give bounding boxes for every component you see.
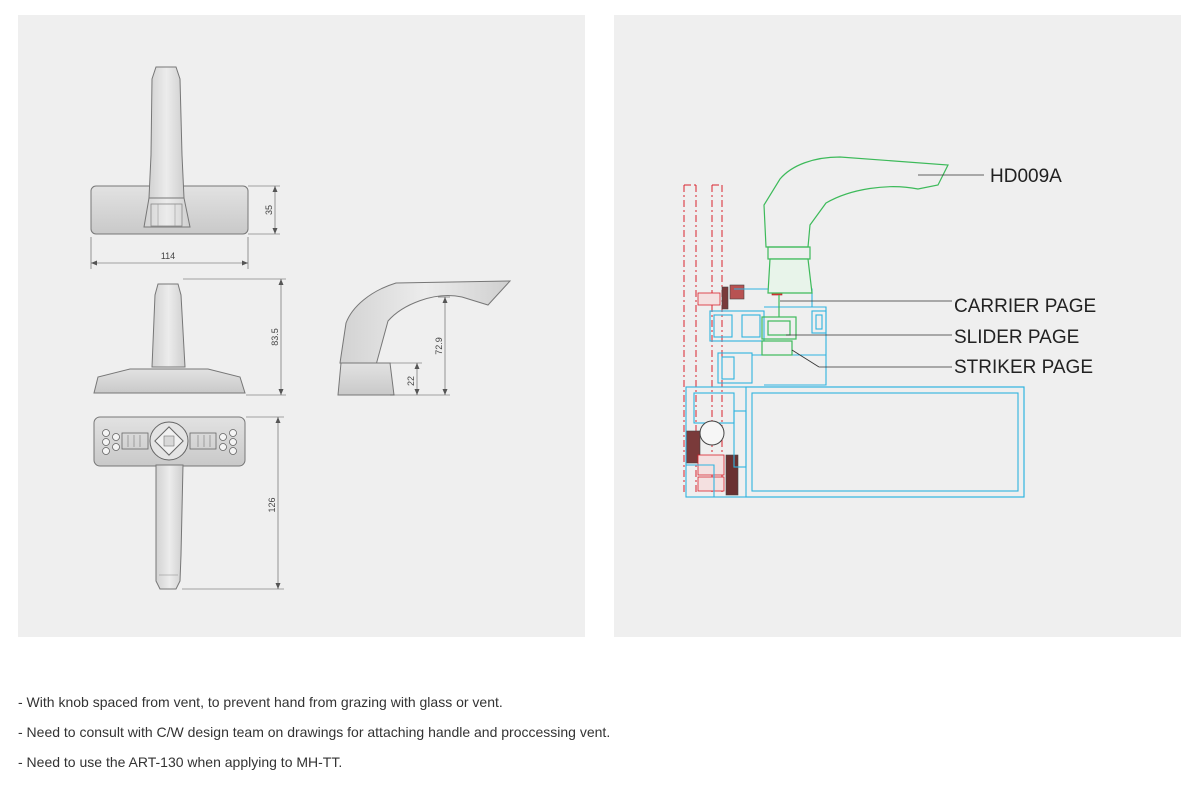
label-striker-page: STRIKER PAGE: [954, 357, 1093, 378]
dimension-22: 22: [390, 362, 422, 395]
dimension-35: 35: [248, 185, 280, 235]
section-drawing-panel: HD009A CARRIER PAGE SLIDER PAGE STRIKER …: [614, 15, 1181, 637]
hardware-parts: [761, 156, 949, 356]
top-view: [90, 66, 249, 235]
section-svg: HD009A CARRIER PAGE SLIDER PAGE STRIKER …: [683, 156, 1096, 498]
dim-side-base: 22: [406, 376, 416, 386]
note-item: - With knob spaced from vent, to prevent…: [18, 694, 503, 710]
side-view: [337, 280, 512, 396]
leader-lines: [780, 174, 984, 368]
label-slider-page: SLIDER PAGE: [954, 327, 1079, 348]
dimension-126: 126: [182, 416, 284, 590]
note-item: - Need to consult with C/W design team o…: [18, 724, 611, 740]
dim-width-top: 114: [161, 251, 175, 261]
dimension-114: 114: [90, 237, 249, 269]
dim-bottom-length: 126: [267, 497, 277, 512]
front-view: [93, 283, 246, 394]
dimension-72-9: 72.9: [390, 296, 450, 396]
technical-drawing-panel: 35 114 83.5: [18, 15, 585, 637]
dim-overall-height: 83.5: [270, 328, 280, 346]
note-item: - Need to use the ART-130 when applying …: [18, 754, 343, 770]
label-carrier-page: CARRIER PAGE: [954, 296, 1096, 317]
label-hd009a: HD009A: [990, 166, 1062, 187]
gasket-bead: [699, 420, 725, 446]
dim-base-height: 35: [264, 205, 274, 215]
dim-side-height: 72.9: [434, 337, 444, 355]
spec-notes: - With knob spaced from vent, to prevent…: [18, 693, 610, 783]
bottom-view: [93, 416, 246, 590]
aluminium-profiles: [685, 288, 1025, 498]
handle-outline: [763, 156, 949, 248]
handle-views-svg: 35 114 83.5: [90, 66, 512, 590]
dimension-83-5: 83.5: [183, 278, 286, 396]
